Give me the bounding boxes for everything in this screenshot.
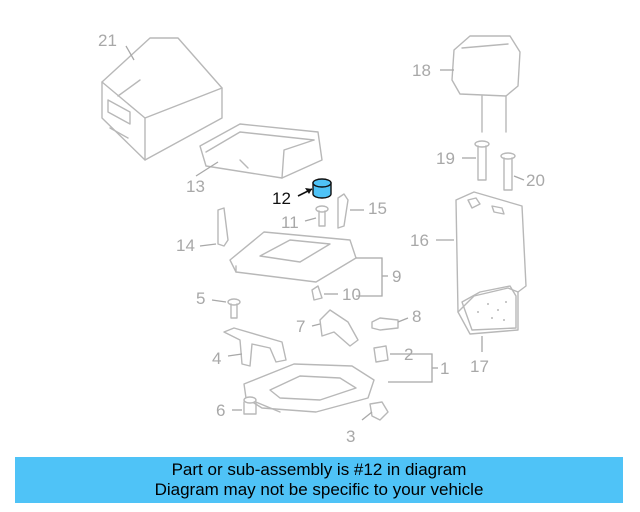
callout-16: 16 xyxy=(410,231,429,250)
part-19-guide xyxy=(474,140,490,181)
callout-6: 6 xyxy=(216,401,225,420)
callout-12: 12 xyxy=(272,189,291,208)
part-5-bolt xyxy=(227,298,241,319)
part-13-cushion xyxy=(199,123,323,179)
callout-7: 7 xyxy=(296,317,305,336)
info-banner: Part or sub-assembly is #12 in diagram D… xyxy=(15,457,623,503)
part-10-clip xyxy=(311,285,323,301)
parts-diagram: 21 13 12 11 15 14 9 xyxy=(98,31,545,446)
callout-14: 14 xyxy=(176,236,195,255)
callout-4: 4 xyxy=(212,349,221,368)
callout-19: 19 xyxy=(436,149,455,168)
part-2-clip xyxy=(373,345,389,363)
part-16-seat-back xyxy=(455,191,527,335)
part-9-plate xyxy=(229,231,357,283)
callout-15: 15 xyxy=(368,199,387,218)
callout-1: 1 xyxy=(440,359,449,378)
part-21-armrest-box xyxy=(101,37,223,161)
part-6-bolt xyxy=(243,396,257,415)
callout-11: 11 xyxy=(281,213,299,232)
banner-line-2: Diagram may not be specific to your vehi… xyxy=(154,480,484,499)
callout-17: 17 xyxy=(470,357,489,376)
part-11-bolt xyxy=(315,205,329,227)
part-7-bracket xyxy=(319,309,359,347)
part-20-guide xyxy=(500,152,516,191)
part-17-cover xyxy=(461,285,517,331)
callout-20: 20 xyxy=(526,171,545,190)
part-4-bracket xyxy=(223,327,287,367)
callout-9: 9 xyxy=(392,267,401,286)
callout-5: 5 xyxy=(196,289,205,308)
part-12-cap xyxy=(312,178,332,199)
callout-21: 21 xyxy=(98,31,117,50)
callout-13: 13 xyxy=(186,177,205,196)
part-14-strap xyxy=(217,207,229,247)
callout-8: 8 xyxy=(412,307,421,326)
part-15-strap xyxy=(337,193,349,229)
part-18-headrest xyxy=(451,35,521,133)
part-1-frame xyxy=(243,363,375,413)
part-8-bolt xyxy=(371,317,399,331)
banner-line-1: Part or sub-assembly is #12 in diagram xyxy=(171,460,467,479)
part-3-bolt xyxy=(369,401,389,421)
callout-10: 10 xyxy=(342,285,361,304)
callout-3: 3 xyxy=(346,427,355,446)
callout-18: 18 xyxy=(412,61,431,80)
